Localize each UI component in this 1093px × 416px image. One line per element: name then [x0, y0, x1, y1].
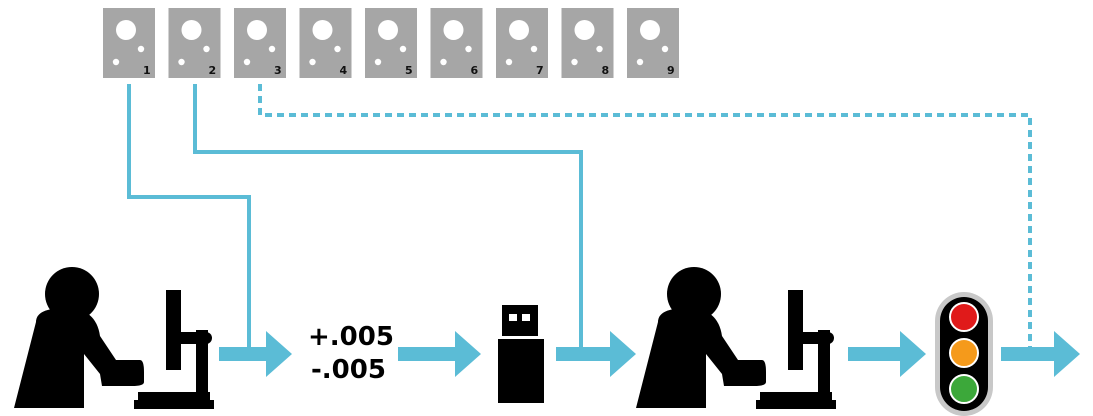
disk-number-label: 8 [602, 64, 610, 77]
person-at-computer-icon [636, 267, 836, 409]
arrow-right-icon [556, 331, 636, 377]
connector-disk-1 [127, 84, 251, 350]
disk-image-icon: 4 [299, 8, 352, 78]
disk-image-icon: 3 [234, 8, 286, 78]
traffic-light-icon [935, 292, 993, 416]
traffic-light-green [949, 374, 979, 404]
disk-image-icon: 5 [365, 8, 417, 78]
disk-image-icon: 2 [168, 8, 221, 78]
connector-disk-3 [258, 84, 1032, 352]
disk-image-icon: 7 [496, 8, 548, 78]
traffic-light-red [949, 302, 979, 332]
disk-image-icon: 8 [561, 8, 614, 78]
disk-row: 1 2 3 4 5 6 7 8 9 [103, 8, 679, 78]
usb-drive-icon [498, 305, 544, 403]
traffic-light-orange [949, 338, 979, 368]
disk-number-label: 7 [536, 64, 544, 77]
connector-lines [127, 84, 1032, 352]
tolerance-upper: +.005 [308, 322, 394, 352]
disk-number-label: 4 [340, 64, 348, 77]
disk-number-label: 2 [209, 64, 217, 77]
disk-image-icon: 1 [103, 8, 155, 78]
disk-image-icon: 6 [430, 8, 483, 78]
arrow-right-icon [848, 331, 926, 377]
disk-image-icon: 9 [627, 8, 679, 78]
disk-number-label: 1 [143, 64, 151, 77]
connector-disk-2 [193, 84, 583, 350]
disk-number-label: 5 [405, 64, 413, 77]
arrow-right-icon [219, 331, 292, 377]
flow-arrows [219, 331, 1080, 377]
arrow-right-icon [1001, 331, 1080, 377]
person-at-computer-icon [14, 267, 214, 409]
disk-number-label: 6 [471, 64, 479, 77]
disk-number-label: 3 [274, 64, 282, 77]
arrow-right-icon [398, 331, 481, 377]
disk-number-label: 9 [667, 64, 675, 77]
tolerance-lower: -.005 [311, 355, 386, 385]
